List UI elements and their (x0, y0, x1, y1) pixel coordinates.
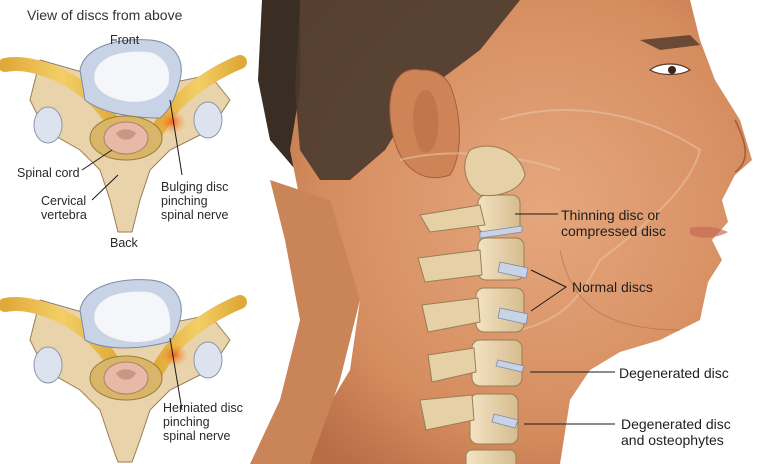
top-vertebra-view (0, 39, 247, 233)
front-label: Front (110, 33, 140, 47)
right-leader-lines (515, 213, 615, 425)
degenerated-osteophytes-label: Degenerated disc and osteophytes (621, 416, 731, 448)
spinal-cord-label: Spinal cord (17, 166, 80, 180)
cervical-spine (417, 145, 529, 464)
degenerated-disc-label: Degenerated disc (619, 365, 729, 381)
back-label: Back (110, 236, 138, 250)
diagram-title: View of discs from above (27, 7, 183, 23)
cervical-vertebra-label: Cervical vertebra (41, 194, 87, 222)
left-leader-lines (81, 99, 183, 411)
thinning-disc-label: Thinning disc or compressed disc (561, 207, 667, 239)
normal-discs-label: Normal discs (572, 279, 653, 295)
herniated-disc-label: Herniated disc pinching spinal nerve (163, 401, 243, 443)
bulging-disc-label: Bulging disc pinching spinal nerve (161, 180, 229, 222)
bottom-vertebra-view (0, 279, 247, 463)
